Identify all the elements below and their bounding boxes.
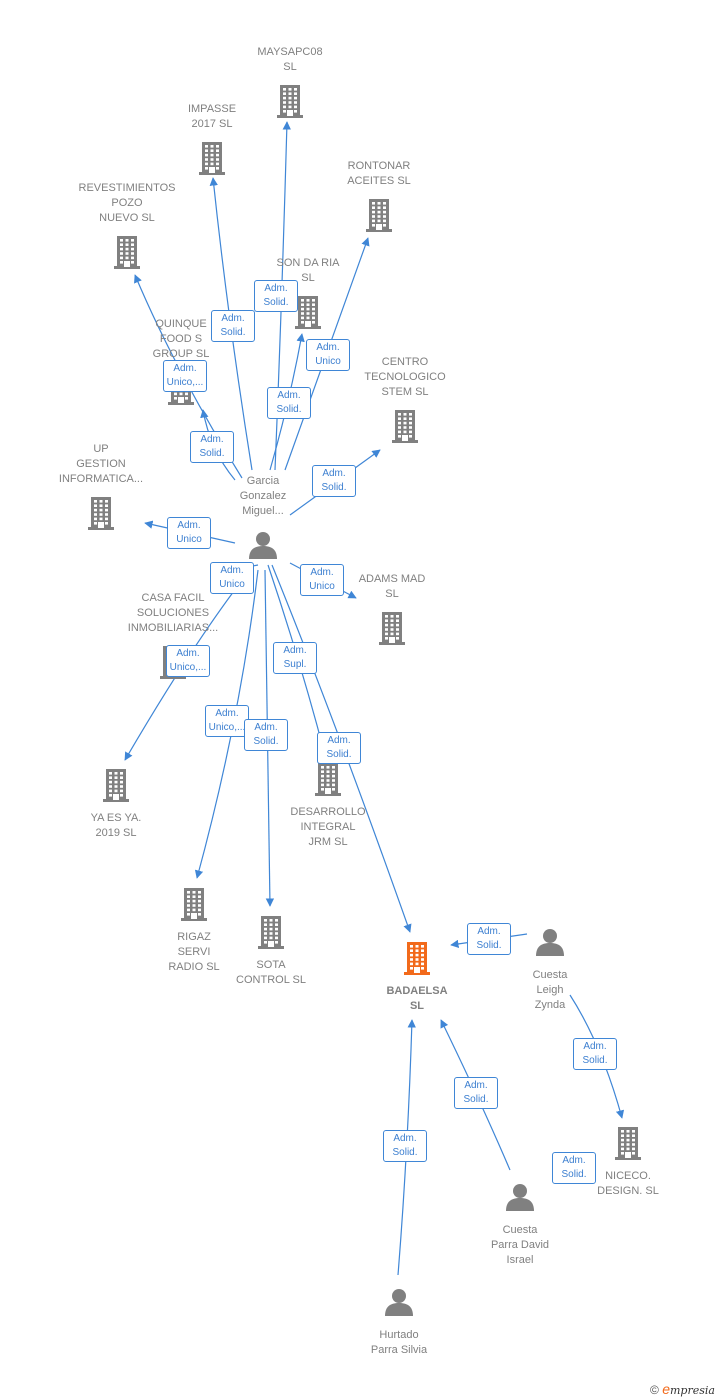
edge-label-garcia-to-revestimientos[interactable]: Adm. Unico,... (163, 360, 207, 392)
building-icon (114, 236, 140, 269)
node-label[interactable]: Cuesta Leigh Zynda (532, 969, 568, 1011)
building-icon (366, 199, 392, 232)
building-icon (199, 142, 225, 175)
building-icon (277, 85, 303, 118)
node-label[interactable]: ADAMS MAD SL (358, 573, 426, 600)
edge-label-garcia-to-casafacil[interactable]: Adm. Unico (210, 562, 254, 594)
edge-label-garcia-to-impasse[interactable]: Adm. Solid. (211, 310, 255, 342)
node-label[interactable]: RONTONAR ACEITES SL (347, 160, 411, 187)
edge-label-garcia-to-adamsmad[interactable]: Adm. Unico (300, 564, 344, 596)
building-icon (615, 1127, 641, 1160)
brand-name: mpresia (669, 1384, 715, 1397)
edge-label-garcia-to-rigaz[interactable]: Adm. Unico,... (205, 705, 249, 737)
edge-label-hurtado-to-badaelsa[interactable]: Adm. Solid. (383, 1130, 427, 1162)
brand-initial: e (662, 1381, 670, 1397)
building-icon (379, 612, 405, 645)
edge-label-garcia-to-sota[interactable]: Adm. Solid. (244, 719, 288, 751)
edge-label-garcia-to-yaesya[interactable]: Adm. Unico,... (166, 645, 210, 677)
building-icon (258, 916, 284, 949)
node-label[interactable]: NICECO. DESIGN. SL (597, 1170, 659, 1197)
edge-label-garcia-to-rontonar[interactable]: Adm. Unico (306, 339, 350, 371)
node-label[interactable]: DESARROLLO INTEGRAL JRM SL (290, 806, 366, 848)
building-icon (181, 888, 207, 921)
building-icon (392, 410, 418, 443)
edge-label-garcia-to-quinque[interactable]: Adm. Solid. (190, 431, 234, 463)
node-label[interactable]: Hurtado Parra Silvia (370, 1329, 428, 1356)
edge-label-cuestaleigh-to-badaelsa[interactable]: Adm. Solid. (467, 923, 511, 955)
node-label[interactable]: SOTA CONTROL SL (236, 959, 306, 986)
edge-label-garcia-to-upgestion[interactable]: Adm. Unico (167, 517, 211, 549)
node-label[interactable]: UP GESTION INFORMATICA... (58, 443, 144, 485)
person-icon (536, 929, 564, 956)
node-label[interactable]: CASA FACIL SOLUCIONES INMOBILIARIAS... (127, 592, 219, 634)
edge-label-cuestaparra-to-badaelsa[interactable]: Adm. Solid. (454, 1077, 498, 1109)
edge-label-garcia-to-desarrollo[interactable]: Adm. Supl. (273, 642, 317, 674)
node-label[interactable]: REVESTIMIENTOS POZO NUEVO SL (78, 182, 176, 224)
edge-label-niceco-to-niceco[interactable]: Adm. Solid. (552, 1152, 596, 1184)
edge-label-cuestaleigh-to-niceco[interactable]: Adm. Solid. (573, 1038, 617, 1070)
node-label[interactable]: IMPASSE 2017 SL (187, 103, 237, 130)
footer-brand: © empresia (650, 1381, 715, 1397)
node-label[interactable]: QUINQUE FOOD S GROUP SL (152, 318, 210, 360)
node-label[interactable]: SON DA RIA SL (276, 257, 340, 284)
edge-label-garcia-to-centro[interactable]: Adm. Solid. (312, 465, 356, 497)
building-icon (404, 942, 430, 975)
node-label[interactable]: RIGAZ SERVI RADIO SL (168, 931, 220, 973)
node-label[interactable]: MAYSAPC08 SL (257, 46, 323, 73)
edge-label-garcia-to-sondaria[interactable]: Adm. Solid. (267, 387, 311, 419)
person-icon (385, 1289, 413, 1316)
copyright-symbol: © (650, 1383, 659, 1397)
edge-label-garcia-to-maysapc08[interactable]: Adm. Solid. (254, 280, 298, 312)
node-label[interactable]: Garcia Gonzalez Miguel... (239, 475, 287, 517)
person-icon (506, 1184, 534, 1211)
edge-label-garcia-to-badaelsa[interactable]: Adm. Solid. (317, 732, 361, 764)
node-label[interactable]: YA ES YA. 2019 SL (90, 812, 142, 839)
building-icon (103, 769, 129, 802)
node-label[interactable]: Cuesta Parra David Israel (490, 1224, 550, 1266)
node-label[interactable]: BADAELSA SL (386, 985, 448, 1012)
building-icon (315, 763, 341, 796)
building-icon (88, 497, 114, 530)
person-icon (249, 532, 277, 559)
building-icon (295, 296, 321, 329)
node-label[interactable]: CENTRO TECNOLOGICO STEM SL (364, 356, 446, 398)
